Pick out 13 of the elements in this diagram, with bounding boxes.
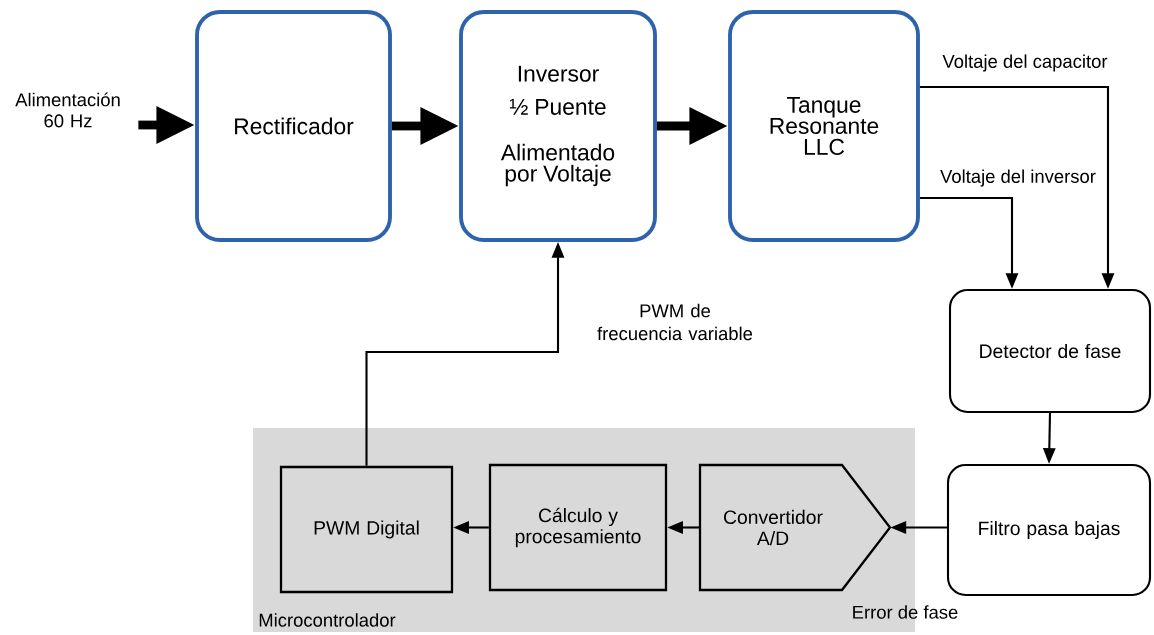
process-box: Cálculo y procesamiento	[488, 463, 668, 592]
converter-block: Convertidor A/D	[698, 463, 892, 592]
edge-label: Voltaje del inversor	[940, 169, 1096, 187]
edge-label: Error de fase	[853, 605, 958, 619]
input-label: Alimentación 60 Hz	[15, 92, 120, 128]
edge-label: Voltaje del capacitor	[942, 54, 1108, 72]
edge-label: PWM de frecuencia variable	[597, 303, 753, 341]
process-box: Filtro pasa bajas	[946, 463, 1152, 597]
process-box: Inversor ½ Puente Alimentado por Voltaje	[459, 10, 657, 242]
process-box: Tanque Resonante LLC	[728, 10, 920, 242]
process-box: Rectificador	[195, 10, 392, 242]
process-box: Detector de fase	[948, 288, 1152, 414]
process-box: PWM Digital	[279, 465, 454, 594]
